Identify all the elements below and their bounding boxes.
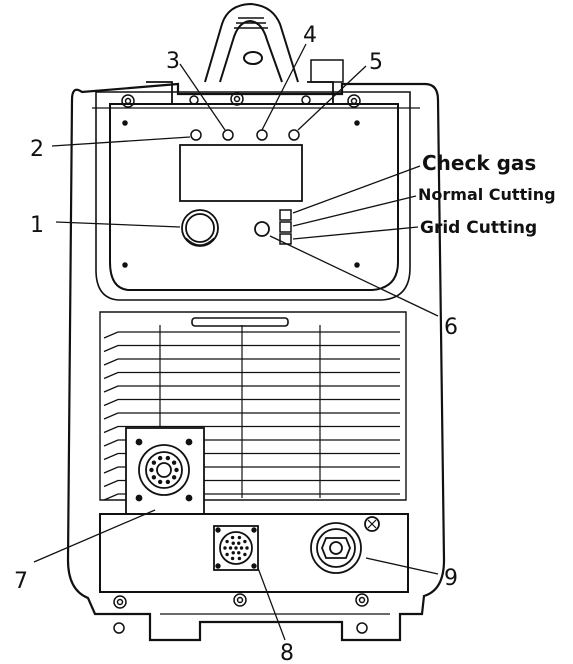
grille-louver xyxy=(103,412,400,420)
callout-6: 6 xyxy=(444,315,458,340)
mode-indicator-lights xyxy=(279,209,292,245)
status-leds xyxy=(190,129,300,141)
socket-pin xyxy=(231,551,235,555)
socket-pin xyxy=(237,541,241,545)
socket-pin xyxy=(234,546,238,550)
callout-5: 5 xyxy=(369,50,383,75)
callout-9: 9 xyxy=(444,566,458,591)
connector-pin xyxy=(165,455,171,461)
ventilation-grille xyxy=(99,311,407,501)
control-socket-pins-8 xyxy=(223,535,249,561)
connector-pin xyxy=(174,467,179,473)
control-knob xyxy=(181,209,219,247)
mode-select-button xyxy=(254,221,270,237)
connector-pins-7 xyxy=(149,455,179,485)
connector-pin xyxy=(171,475,177,480)
grille-louver xyxy=(103,425,400,434)
carry-handle xyxy=(204,2,299,83)
socket-pin xyxy=(228,546,233,550)
callout-7: 7 xyxy=(14,569,28,594)
grille-louver xyxy=(103,439,400,447)
outer-housing xyxy=(66,82,446,642)
grille-louver xyxy=(103,493,400,501)
leader-lines xyxy=(33,43,439,641)
connector-pin xyxy=(149,467,154,473)
grille-louver xyxy=(103,398,400,407)
socket-pin xyxy=(237,556,242,561)
panel-screws xyxy=(121,92,361,268)
grille-louver xyxy=(103,466,400,474)
grille-louver xyxy=(103,331,400,339)
connector-pin xyxy=(165,479,171,485)
socket-pin xyxy=(237,535,242,540)
socket-pin xyxy=(243,539,247,544)
socket-pin xyxy=(225,552,229,557)
callout-2: 2 xyxy=(30,137,44,162)
socket-pin xyxy=(230,535,235,540)
grille-louvers xyxy=(103,331,400,501)
callout-1: 1 xyxy=(30,213,44,238)
connector-pin xyxy=(157,455,163,461)
digital-display xyxy=(179,144,303,202)
socket-pin xyxy=(231,541,235,545)
base-screws xyxy=(113,593,390,634)
connector-pin xyxy=(157,479,163,485)
output-terminal-9 xyxy=(310,516,380,574)
connector-pin xyxy=(151,460,157,465)
grille-louver xyxy=(103,358,400,366)
socket-pin xyxy=(243,552,247,557)
connector-pin xyxy=(171,460,177,465)
connector-plate-7 xyxy=(125,427,205,515)
socket-pin xyxy=(239,546,244,550)
grille-louver xyxy=(103,344,400,353)
label-grid-cutting: Grid Cutting xyxy=(420,218,537,238)
label-normal-cutting: Normal Cutting xyxy=(418,185,556,204)
grille-louver xyxy=(103,385,400,393)
callout-8: 8 xyxy=(280,641,294,664)
grille-louver xyxy=(103,479,400,488)
callout-3: 3 xyxy=(166,49,180,74)
grille-louver xyxy=(103,371,400,380)
connector-pin xyxy=(151,475,157,480)
socket-pin xyxy=(230,556,235,561)
socket-pin xyxy=(225,539,229,544)
control-panel-frame xyxy=(95,59,411,301)
socket-pin xyxy=(245,546,249,550)
grille-louver xyxy=(103,452,400,461)
callout-4: 4 xyxy=(303,23,317,48)
label-check-gas: Check gas xyxy=(422,151,536,175)
socket-pin xyxy=(237,551,241,555)
socket-pin xyxy=(223,546,227,550)
